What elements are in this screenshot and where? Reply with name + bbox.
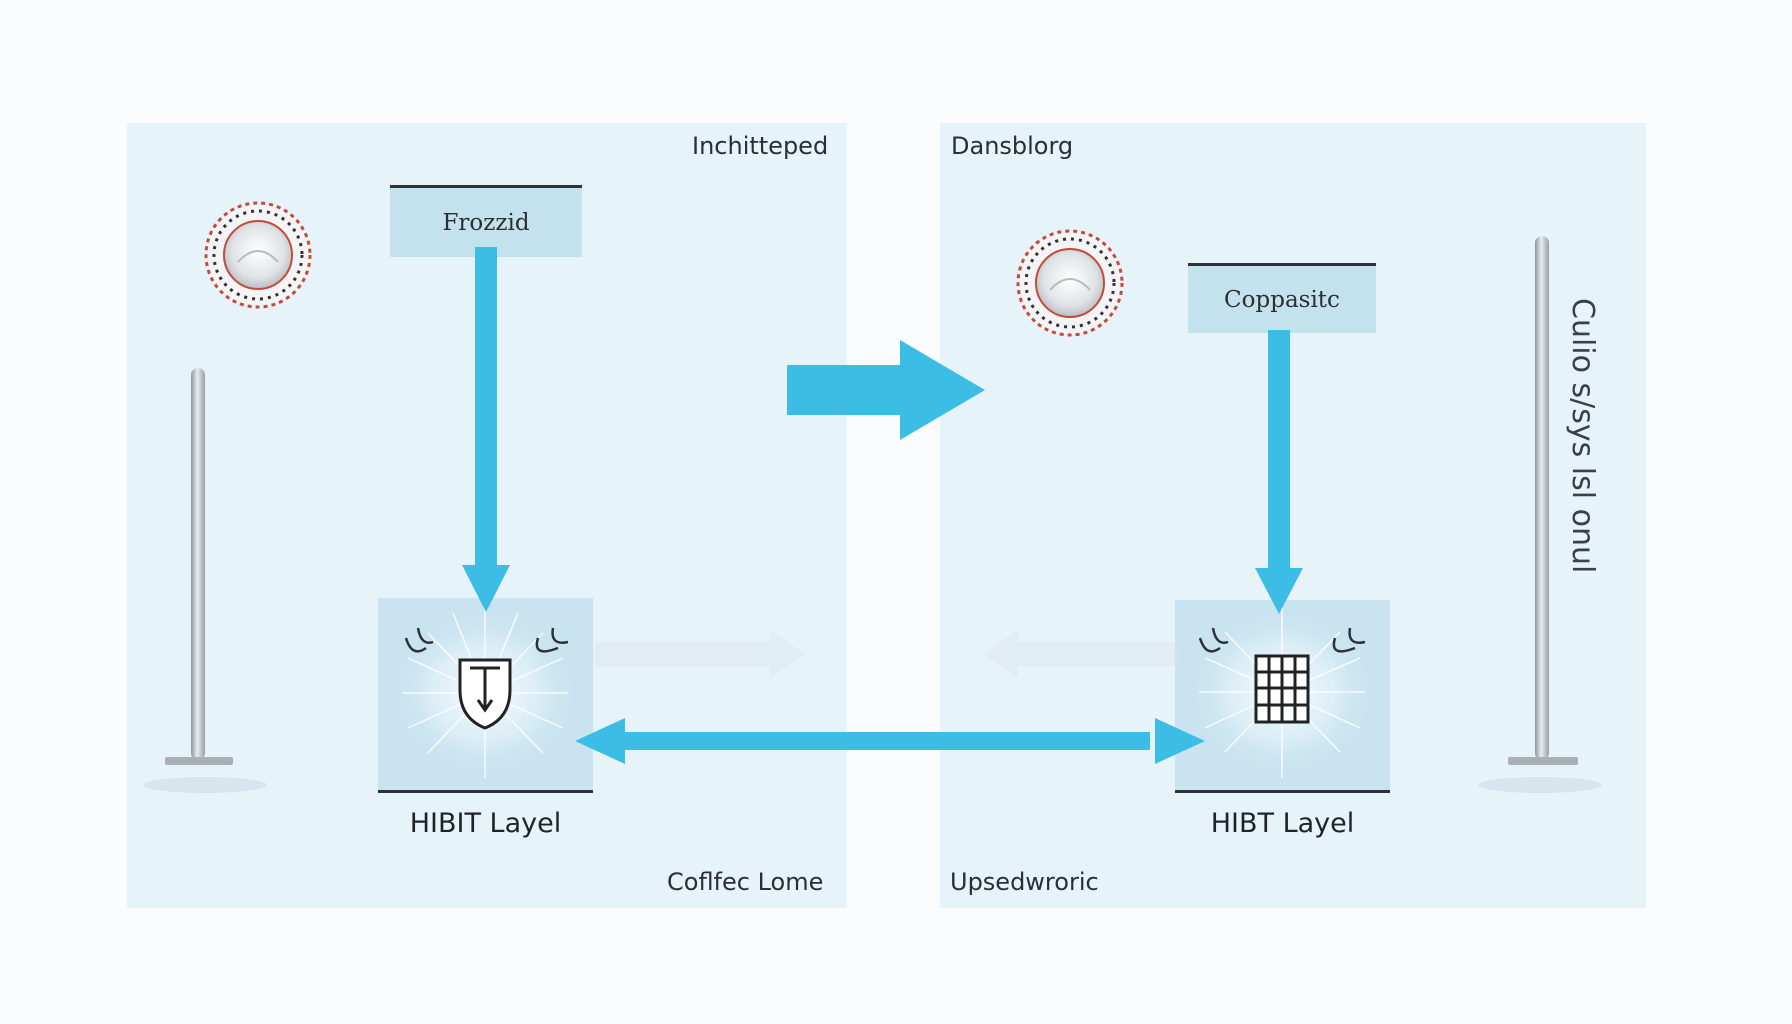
left-layer-label: HIBIT Layel [409,808,562,839]
right-down-arrow-icon [1255,330,1303,614]
bidirectional-arrow-icon [575,718,1205,764]
right-pole-icon [1478,236,1602,793]
transition-arrow-icon [787,340,985,440]
right-panel-top-label: Dansblorg [951,132,1074,160]
right-ghost-arrow-icon [983,630,1178,678]
left-pole-icon [143,368,267,793]
left-panel-bottom-label: Coflfec Lome [667,868,824,896]
grid-icon [1254,654,1310,724]
left-panel-top-label: Inchitteped [692,132,829,160]
left-down-arrow-icon [462,247,510,612]
shield-icon [458,658,512,730]
left-source-box: Frozzid [390,185,582,257]
right-layer-label: HIBT Layel [1210,808,1355,839]
right-panel-bottom-label: Upsedwroric [950,868,1099,896]
right-orb-icon [1016,229,1124,337]
left-ghost-arrow-icon [595,630,805,678]
right-source-box: Coppasitc [1188,263,1376,333]
left-orb-icon [204,201,312,309]
